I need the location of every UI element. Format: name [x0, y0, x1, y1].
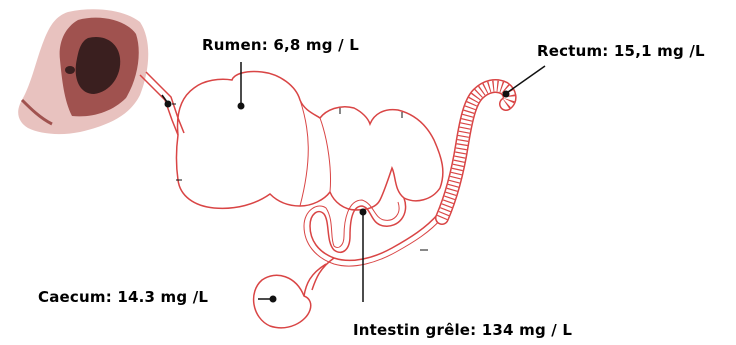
caecum-connector	[304, 258, 334, 296]
rectum-leader-line	[508, 66, 545, 92]
leader-lines	[162, 62, 545, 303]
rumen-leader-dot	[238, 103, 245, 110]
caecum-bulb	[254, 275, 311, 328]
esophagus-leader-dot	[165, 101, 172, 108]
intestin-grele-label: Intestin grêle: 134 mg / L	[353, 321, 572, 339]
intestin-leader-dot	[360, 209, 367, 216]
rectum-leader-dot	[503, 91, 510, 98]
stomach-outline	[177, 71, 443, 210]
rumen-label: Rumen: 6,8 mg / L	[202, 36, 359, 54]
cow-head-illustration	[18, 9, 148, 134]
caecum-label: Caecum: 14.3 mg /L	[38, 288, 208, 306]
cow-eye	[65, 66, 75, 74]
small-intestine-loops	[310, 198, 438, 260]
caecum-leader-dot	[270, 296, 277, 303]
rectum-label: Rectum: 15,1 mg /L	[537, 42, 705, 60]
